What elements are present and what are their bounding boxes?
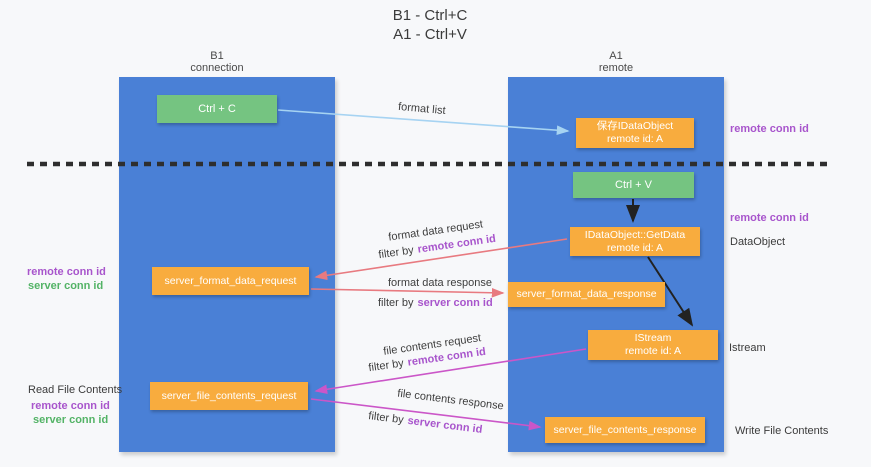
filter-by-server-label-2: filter by server conn id xyxy=(368,410,483,436)
left-server-conn-id-2: server conn id xyxy=(33,414,109,426)
filter-by-text: filter by xyxy=(367,357,405,375)
filter-by-text: filter by xyxy=(378,297,414,309)
getdata-line2: remote id: A xyxy=(606,241,664,254)
server-file-contents-request-box: server_file_contents_request xyxy=(150,382,308,410)
right-remote-conn-id-2: remote conn id xyxy=(730,212,809,224)
left-server-conn-id-1: server conn id xyxy=(28,280,104,292)
server-format-data-request-label: server_format_data_request xyxy=(164,274,297,287)
right-istream-label: Istream xyxy=(729,342,766,354)
server-file-contents-response-label: server_file_contents_response xyxy=(553,423,697,436)
left-read-file-contents-label: Read File Contents xyxy=(28,384,123,396)
format-data-response-text: format data response xyxy=(388,277,492,289)
lane-header-b1: B1 connection xyxy=(147,50,287,74)
save-dataobject-line1: 保存IDataObject xyxy=(596,120,674,132)
server-file-contents-response-box: server_file_contents_response xyxy=(545,417,705,443)
format-data-response-label: format data response xyxy=(388,277,492,289)
save-dataobject-line2: remote id: A xyxy=(606,133,664,145)
server-conn-id-text: server conn id xyxy=(417,297,493,309)
file-contents-response-text: file contents response xyxy=(396,387,505,413)
diagram-title: B1 - Ctrl+C A1 - Ctrl+V xyxy=(305,6,555,44)
format-list-label: format list xyxy=(398,101,447,117)
server-file-contents-request-label: server_file_contents_request xyxy=(161,389,297,402)
title-line-1: B1 - Ctrl+C xyxy=(392,7,468,24)
server-conn-id-text: server conn id xyxy=(406,414,483,436)
getdata-line1: IDataObject::GetData xyxy=(584,228,686,241)
lane-b1-subtitle: connection xyxy=(190,62,244,74)
istream-line2: remote id: A xyxy=(624,345,682,357)
format-list-text: format list xyxy=(397,100,447,118)
lane-header-a1: A1 remote xyxy=(546,50,686,74)
filter-by-text: filter by xyxy=(367,410,405,427)
left-remote-conn-id-1: remote conn id xyxy=(27,266,106,278)
ctrl-c-label: Ctrl + C xyxy=(198,103,236,115)
file-contents-response-label: file contents response xyxy=(397,388,505,413)
format-data-response-arrow xyxy=(310,287,505,298)
right-write-file-contents-label: Write File Contents xyxy=(735,425,829,437)
filter-by-text: filter by xyxy=(377,244,415,262)
istream-line1: IStream xyxy=(634,332,672,344)
left-remote-conn-id-2: remote conn id xyxy=(31,400,110,412)
server-format-data-response-box: server_format_data_response xyxy=(508,282,665,307)
getdata-box: IDataObject::GetData remote id: A xyxy=(570,227,700,256)
save-dataobject-box: 保存IDataObject remote id: A xyxy=(576,118,694,148)
title-line-2: A1 - Ctrl+V xyxy=(393,26,467,43)
istream-box: IStream remote id: A xyxy=(588,330,718,360)
server-format-data-response-label: server_format_data_response xyxy=(516,288,657,300)
right-remote-conn-id-1: remote conn id xyxy=(730,123,809,135)
lane-b1-name: B1 xyxy=(210,50,224,62)
filter-by-server-label-1: filter by server conn id xyxy=(378,297,493,309)
server-format-data-request-box: server_format_data_request xyxy=(152,267,309,295)
right-dataobject-label: DataObject xyxy=(730,236,786,248)
lane-a1-subtitle: remote xyxy=(598,62,634,74)
ctrl-v-box: Ctrl + V xyxy=(573,172,694,198)
ctrl-c-box: Ctrl + C xyxy=(157,95,277,123)
ctrl-v-label: Ctrl + V xyxy=(615,179,652,191)
lane-a1-name: A1 xyxy=(609,50,623,62)
